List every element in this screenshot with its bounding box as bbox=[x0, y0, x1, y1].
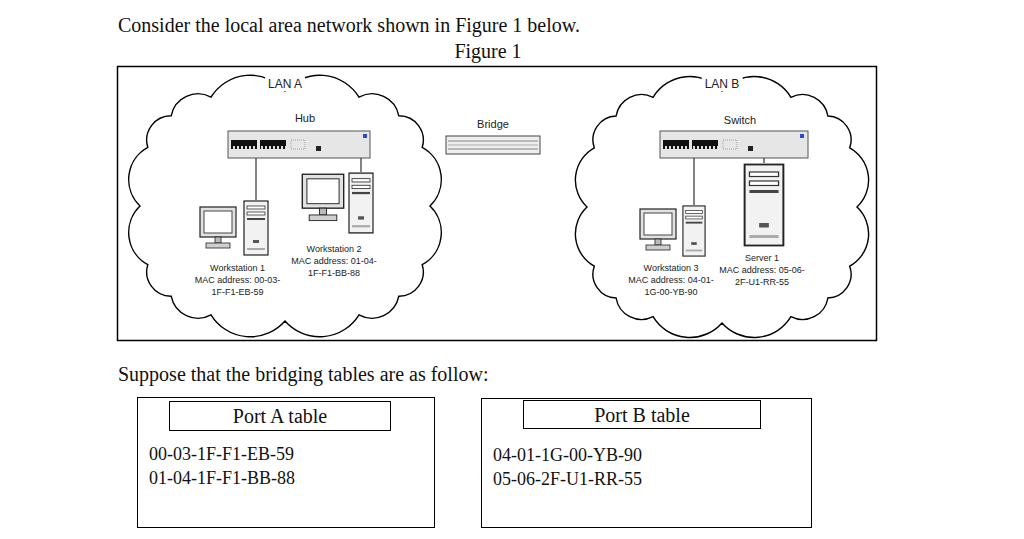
device-label: Switch bbox=[724, 114, 756, 127]
network-cable bbox=[255, 158, 256, 200]
mac-address: MAC address: 01-04-1F-F1-BB-88 bbox=[288, 255, 380, 279]
cloud-outline bbox=[572, 76, 872, 338]
workstation-box: Workstation 2MAC address: 01-04-1F-F1-BB… bbox=[288, 172, 380, 280]
network-cable bbox=[763, 158, 764, 163]
table-entry: 00-03-1F-F1-EB-59 bbox=[149, 443, 294, 465]
switch-device bbox=[660, 131, 808, 158]
mac-address: MAC address: 04-01-1G-00-YB-90 bbox=[625, 274, 717, 298]
host-name: Workstation 3 bbox=[625, 262, 717, 274]
bridge-table: 00-03-1F-F1-EB-5901-04-1F-F1-BB-88 Port A… bbox=[137, 397, 435, 528]
host-name: Workstation 2 bbox=[288, 243, 380, 255]
network-cable bbox=[360, 158, 361, 172]
device-label: Hub bbox=[295, 112, 315, 125]
table-entry: 01-04-1F-F1-BB-88 bbox=[149, 467, 295, 489]
device-label: Bridge bbox=[477, 118, 509, 131]
lan-cloud: LAN A HubWorkstation 1MAC address: 00-03-… bbox=[125, 76, 445, 336]
heading-text: Consider the local area network shown in… bbox=[118, 13, 580, 37]
cloud-shape bbox=[129, 75, 442, 337]
lan-label: LAN A bbox=[265, 77, 305, 91]
workstation-box: Workstation 1MAC address: 00-03-1F-F1-EB… bbox=[190, 200, 285, 300]
host-name: Workstation 1 bbox=[190, 262, 285, 274]
bridge-table: 04-01-1G-00-YB-9005-06-2F-U1-RR-55 Port B… bbox=[481, 398, 812, 528]
monitor-icon bbox=[200, 207, 236, 248]
table-title: Port A table bbox=[233, 404, 327, 428]
hub-box: Hub bbox=[228, 112, 370, 158]
server-box: Server 1MAC address: 05-06-2F-U1-RR-55 bbox=[715, 163, 809, 289]
figure-caption: Figure 1 bbox=[454, 39, 521, 63]
bridge-box: Bridge bbox=[446, 118, 540, 154]
tower-icon bbox=[349, 173, 373, 233]
workstation-box: Workstation 3MAC address: 04-01-1G-00-YB… bbox=[625, 205, 717, 301]
table-title-box: Port A table bbox=[169, 401, 391, 431]
monitor-icon bbox=[640, 209, 676, 250]
tower-icon bbox=[683, 206, 705, 256]
host-label-group: Server 1MAC address: 05-06-2F-U1-RR-55 bbox=[715, 252, 809, 288]
mac-address: MAC address: 00-03-1F-F1-EB-59 bbox=[190, 274, 285, 298]
lan-label: LAN B bbox=[702, 77, 743, 91]
host-label-group: Workstation 3MAC address: 04-01-1G-00-YB… bbox=[625, 262, 717, 298]
cloud-shape bbox=[575, 77, 868, 338]
table-title-box: Port B table bbox=[523, 400, 761, 429]
host-name: Server 1 bbox=[715, 252, 809, 264]
cloud-outline bbox=[125, 76, 445, 336]
note-text: Suppose that the bridging tables are as … bbox=[118, 362, 488, 386]
tower-icon bbox=[244, 201, 268, 255]
table-entry: 04-01-1G-00-YB-90 bbox=[493, 444, 642, 466]
mac-address: MAC address: 05-06-2F-U1-RR-55 bbox=[715, 264, 809, 288]
table-title: Port B table bbox=[594, 403, 690, 427]
bridge-device bbox=[446, 136, 540, 154]
host-label-group: Workstation 2MAC address: 01-04-1F-F1-BB… bbox=[288, 243, 380, 279]
figure-frame bbox=[118, 67, 877, 341]
host-label-group: Workstation 1MAC address: 00-03-1F-F1-EB… bbox=[190, 262, 285, 298]
server-icon bbox=[745, 165, 784, 246]
table-entry: 05-06-2F-U1-RR-55 bbox=[493, 468, 642, 490]
monitor-icon bbox=[302, 174, 343, 220]
lan-cloud: LAN B SwitchWorkstation 3MAC address: 04-… bbox=[572, 76, 872, 338]
switch-box: Switch bbox=[660, 114, 808, 158]
hub-device bbox=[228, 131, 370, 158]
network-cable bbox=[693, 158, 694, 205]
